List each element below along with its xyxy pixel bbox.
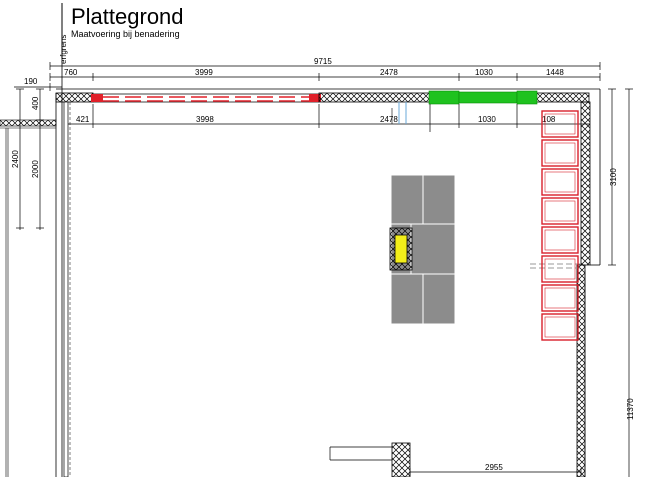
dim-top-seg-2: 2478 (380, 68, 398, 77)
dim-top-seg-1: 3999 (195, 68, 213, 77)
erfgrens-label: erfgrens (59, 35, 68, 64)
page-subtitle: Maatvoering bij benadering (71, 29, 180, 39)
wall-right-upper (580, 101, 591, 266)
dim-left-inner: 2000 (31, 160, 40, 178)
dim-left-offset: 190 (24, 77, 38, 86)
seat-1 (541, 110, 579, 138)
green-unit-right (516, 90, 538, 105)
seat-8 (541, 313, 579, 341)
window-right-jamb (309, 94, 321, 102)
seat-5 (541, 226, 579, 254)
dim-top-seg-3: 1030 (475, 68, 493, 77)
green-unit-mid (458, 91, 518, 104)
dim-bottom: 2955 (485, 463, 503, 472)
dim-top-seg-0: 760 (64, 68, 78, 77)
dim-left-wall: 400 (31, 96, 40, 110)
column-bottom (391, 442, 411, 477)
dim-top-seg-4: 1448 (546, 68, 564, 77)
cooktop-plate (394, 234, 408, 264)
dim-inner-2: 2478 (380, 115, 398, 124)
neighbour-wall (0, 119, 57, 127)
seat-4 (541, 197, 579, 225)
dim-inner-0: 421 (76, 115, 90, 124)
seat-3 (541, 168, 579, 196)
dim-inner-4: 108 (542, 115, 556, 124)
seat-column (541, 110, 579, 341)
dim-left-outer: 2400 (11, 150, 20, 168)
seat-6 (541, 255, 579, 283)
dim-top-total: 9715 (314, 57, 332, 66)
dim-right-upper: 3100 (609, 168, 618, 186)
wall-left (63, 101, 69, 477)
dim-right-total: 11370 (626, 398, 635, 420)
page-title: Plattegrond (71, 4, 184, 29)
green-unit-left (428, 90, 460, 105)
seat-7 (541, 284, 579, 312)
window-left-jamb (91, 94, 103, 102)
seat-2 (541, 139, 579, 167)
dim-inner-1: 3998 (196, 115, 214, 124)
dim-inner-3: 1030 (478, 115, 496, 124)
wall-top-left (55, 92, 94, 103)
